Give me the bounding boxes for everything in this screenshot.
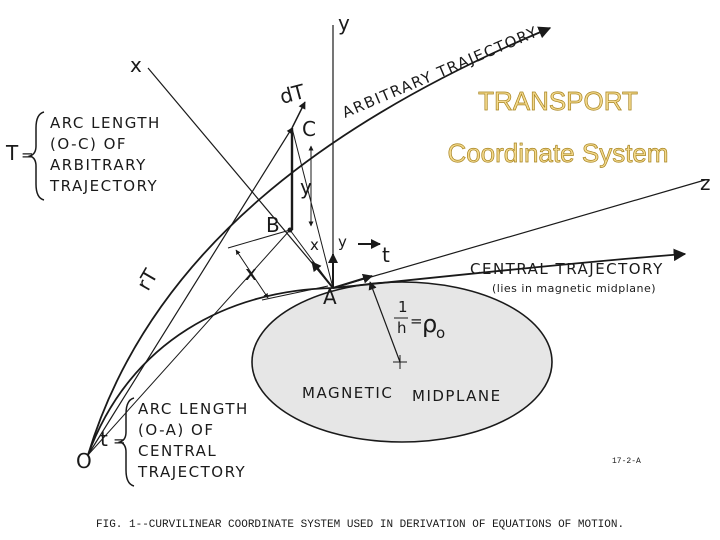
- central-trajectory-note: (lies in magnetic midplane): [492, 282, 656, 295]
- t-definition-equals: =: [113, 432, 127, 450]
- t-definition-line-3: CENTRAL: [138, 442, 217, 460]
- T-definition-brace: [27, 111, 45, 201]
- radius-rho: ρ: [422, 310, 437, 338]
- arbitrary-trajectory-curve: [87, 26, 552, 456]
- unit-x-hat-label: x: [310, 236, 320, 254]
- tangent-vector-t: [332, 273, 373, 289]
- point-B-label: B: [266, 213, 280, 237]
- point-A-label: A: [323, 285, 337, 309]
- dimension-y-label: y: [300, 175, 312, 199]
- t-definition-line-4: TRAJECTORY: [137, 463, 246, 481]
- point-O-label: O: [76, 449, 92, 473]
- dimension-x-ext1: [227, 229, 291, 249]
- midplane-label-word1: MAGNETIC: [302, 384, 393, 402]
- unit-vector-x-hat: [311, 261, 334, 289]
- position-vector-rT: [87, 127, 293, 456]
- dimension-x-arrow: [235, 249, 269, 299]
- t-definition-line-1: ARC LENGTH: [138, 400, 249, 418]
- overlay-title: TRANSPORT: [478, 86, 638, 116]
- radius-equals: =: [410, 312, 424, 330]
- point-B-dot: [287, 227, 293, 233]
- curvature-radius-line: [368, 281, 401, 363]
- radius-numerator: 1: [398, 298, 409, 316]
- x-axis: [147, 67, 334, 289]
- tangent-t-label: t: [382, 243, 390, 267]
- T-definition-symbol: T: [5, 141, 19, 165]
- t-definition-line-2: (O-A) OF: [138, 421, 214, 439]
- T-definition-equals: =: [21, 146, 35, 164]
- unit-y-hat-label: y: [338, 233, 348, 251]
- T-definition-line-2: (O-C) OF: [50, 135, 127, 153]
- figure-caption: FIG. 1--CURVILINEAR COORDINATE SYSTEM US…: [96, 519, 624, 531]
- dimension-x-ext2: [261, 285, 329, 301]
- midplane-label-word2: MIDPLANE: [412, 387, 502, 405]
- overlay-subtitle: Coordinate System: [447, 138, 668, 168]
- axis-y-label: y: [338, 11, 350, 35]
- T-definition-line-4: TRAJECTORY: [49, 177, 158, 195]
- T-definition-line-3: ARBITRARY: [50, 156, 147, 174]
- figure-code: 17-2-A: [612, 457, 641, 466]
- point-C-label: C: [302, 117, 316, 141]
- central-trajectory-label: CENTRAL TRAJECTORY: [470, 260, 664, 278]
- T-definition-line-1: ARC LENGTH: [50, 114, 161, 132]
- z-axis: [332, 179, 706, 289]
- vector-rT-label: rT: [132, 264, 163, 294]
- t-definition-brace: [117, 397, 135, 487]
- t-definition-symbol: t: [100, 427, 108, 451]
- radius-subscript: o: [436, 324, 447, 342]
- vector-dT: [291, 101, 306, 129]
- radius-denominator: h: [397, 319, 408, 337]
- axis-z-label: z: [700, 171, 711, 195]
- axis-x-label: x: [130, 53, 142, 77]
- dimension-x-label: x: [245, 261, 257, 285]
